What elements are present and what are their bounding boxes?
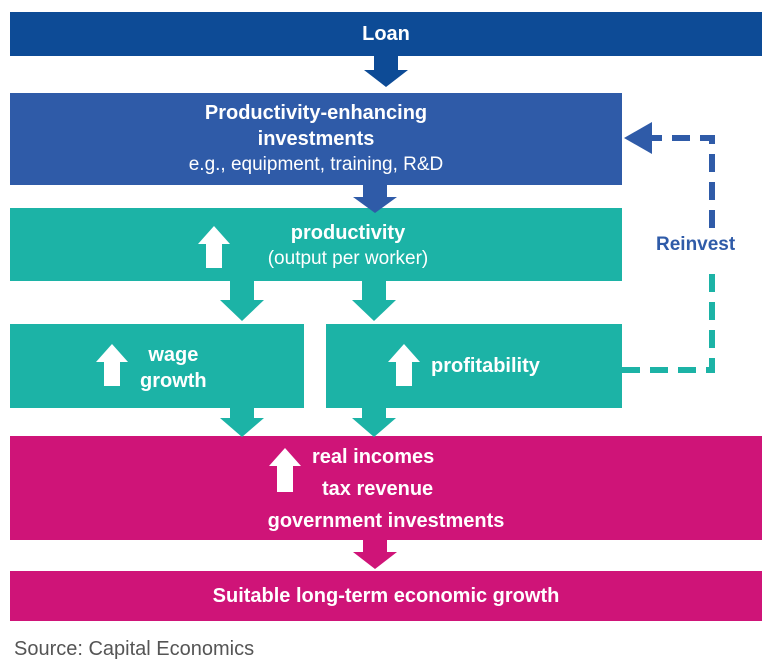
outcomes-line1: real incomes [312,446,435,468]
up-arrow-icon [96,344,128,386]
outcomes-box: real incomes tax revenue government inve… [10,436,762,540]
reinvest-label: Reinvest [656,234,736,255]
outcomes-line2: tax revenue [322,478,434,500]
down-arrow-icon [353,540,397,569]
investments-title-line1: Productivity-enhancing [204,102,428,124]
loan-label: Loan [362,23,410,45]
productivity-title: productivity [290,222,406,244]
wage-growth-line1: wage [148,344,199,366]
up-arrow-icon [388,344,420,386]
down-arrow-icon [220,281,264,321]
down-arrow-icon [352,408,396,437]
reinvest-loop-teal [622,268,715,373]
down-arrow-icon [364,56,408,87]
source-note: Source: Capital Economics [14,638,255,660]
down-arrow-icon [220,408,264,437]
wage-growth-box: wage growth [10,324,304,408]
reinvest-loop-blue [650,135,715,228]
profitability-label: profitability [431,355,540,377]
investments-box: Productivity-enhancing investments e.g.,… [10,93,622,185]
growth-label: Suitable long-term economic growth [212,585,560,607]
growth-box: Suitable long-term economic growth [10,571,762,621]
outcomes-line3: government investments [267,510,505,532]
up-arrow-icon [269,448,301,492]
left-arrow-icon [624,122,652,154]
loan-box: Loan [10,12,762,56]
up-arrow-icon [198,226,230,268]
down-arrow-icon [353,185,397,213]
profitability-box: profitability [326,324,622,408]
investments-subtitle: e.g., equipment, training, R&D [188,154,444,175]
investments-title-line2: investments [257,128,375,150]
productivity-box: productivity (output per worker) [10,208,622,281]
down-arrow-icon [352,281,396,321]
wage-growth-line2: growth [140,370,207,392]
productivity-subtitle: (output per worker) [267,248,429,269]
